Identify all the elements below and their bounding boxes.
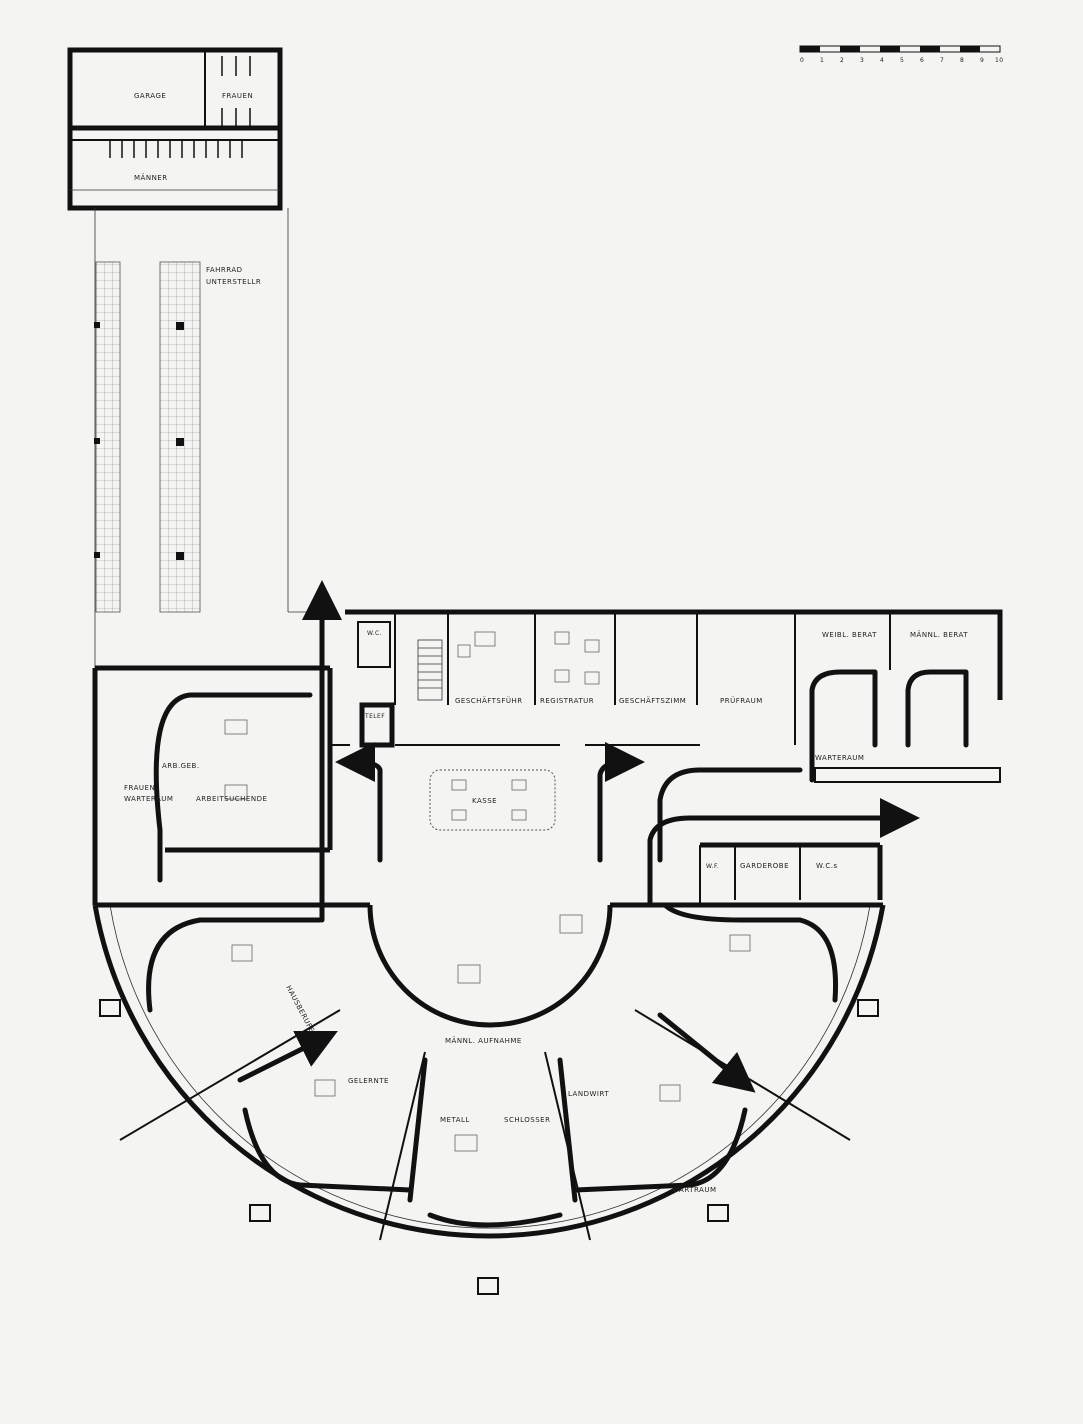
label-gelernte: GELERNTE <box>348 1077 389 1085</box>
scale-tick-10: 10 <box>995 57 1003 64</box>
toilet-stalls <box>109 56 251 158</box>
scale-tick-8: 8 <box>960 57 964 64</box>
label-maenner: MÄNNER <box>134 173 168 182</box>
room-labels: W.C. TELEF GESCHÄFTSFÜHR REGISTRATUR GES… <box>124 630 968 1194</box>
staircase <box>417 639 443 701</box>
label-landwirt: LANDWIRT <box>568 1090 609 1098</box>
label-geschaeftsfuehr: GESCHÄFTSFÜHR <box>455 696 523 705</box>
label-frauen-warteraum-1: FRAUEN <box>124 784 155 792</box>
scale-tick-2: 2 <box>840 57 844 64</box>
label-wc: W.C. <box>367 630 382 637</box>
furniture <box>224 631 751 1152</box>
scale-tick-5: 5 <box>900 57 904 64</box>
label-frauen: FRAUEN <box>222 92 253 100</box>
label-frauen-warteraum-2: WARTERAUM <box>124 795 173 803</box>
bicycle-shelter: FAHRRAD UNTERSTELLR <box>94 208 320 668</box>
label-maennl-berat: MÄNNL. BERAT <box>910 630 968 639</box>
scale-tick-1: 1 <box>820 57 824 64</box>
label-metall: METALL <box>440 1116 470 1124</box>
label-pruefraum: PRÜFRAUM <box>720 696 763 705</box>
label-wcs: W.C.s <box>816 862 838 870</box>
label-schlosser: SCHLOSSER <box>504 1116 550 1124</box>
circulation-routes <box>146 580 969 1228</box>
label-fahrrad: FAHRRAD <box>206 266 243 274</box>
label-weibl-berat: WEIBL. BERAT <box>822 631 877 639</box>
scale-tick-9: 9 <box>980 57 984 64</box>
label-hausberufe: HAUSBERUFE <box>284 984 316 1034</box>
scale-bar: 0 1 2 3 4 5 6 7 8 9 10 <box>799 45 1003 64</box>
semicircle-wing <box>92 902 886 1295</box>
label-geschaeftszimm: GESCHÄFTSZIMM <box>619 696 686 705</box>
scale-tick-6: 6 <box>920 57 924 64</box>
label-wf: W.F. <box>706 863 719 870</box>
main-building-walls <box>92 609 1003 905</box>
label-warteraum: WARTERAUM <box>815 754 864 762</box>
label-garage: GARAGE <box>134 92 166 100</box>
outbuilding: GARAGE FRAUEN MÄNNER <box>67 47 283 211</box>
label-unterstellr: UNTERSTELLR <box>206 278 261 286</box>
label-arb-geb: ARB.GEB. <box>162 762 200 770</box>
scale-tick-4: 4 <box>880 57 884 64</box>
label-garderobe: GARDEROBE <box>740 862 789 870</box>
label-telef: TELEF <box>364 713 385 720</box>
label-arbeitsuchende: ARBEITSUCHENDE <box>196 795 267 803</box>
label-maennl-aufnahme: MÄNNL. AUFNAHME <box>445 1036 522 1045</box>
scale-tick-3: 3 <box>860 57 864 64</box>
label-wartraum-se: WARTRAUM <box>672 1186 717 1194</box>
scale-tick-0: 0 <box>800 57 804 64</box>
label-kasse: KASSE <box>472 797 497 805</box>
scale-tick-7: 7 <box>940 57 944 64</box>
label-registratur: REGISTRATUR <box>540 697 594 705</box>
